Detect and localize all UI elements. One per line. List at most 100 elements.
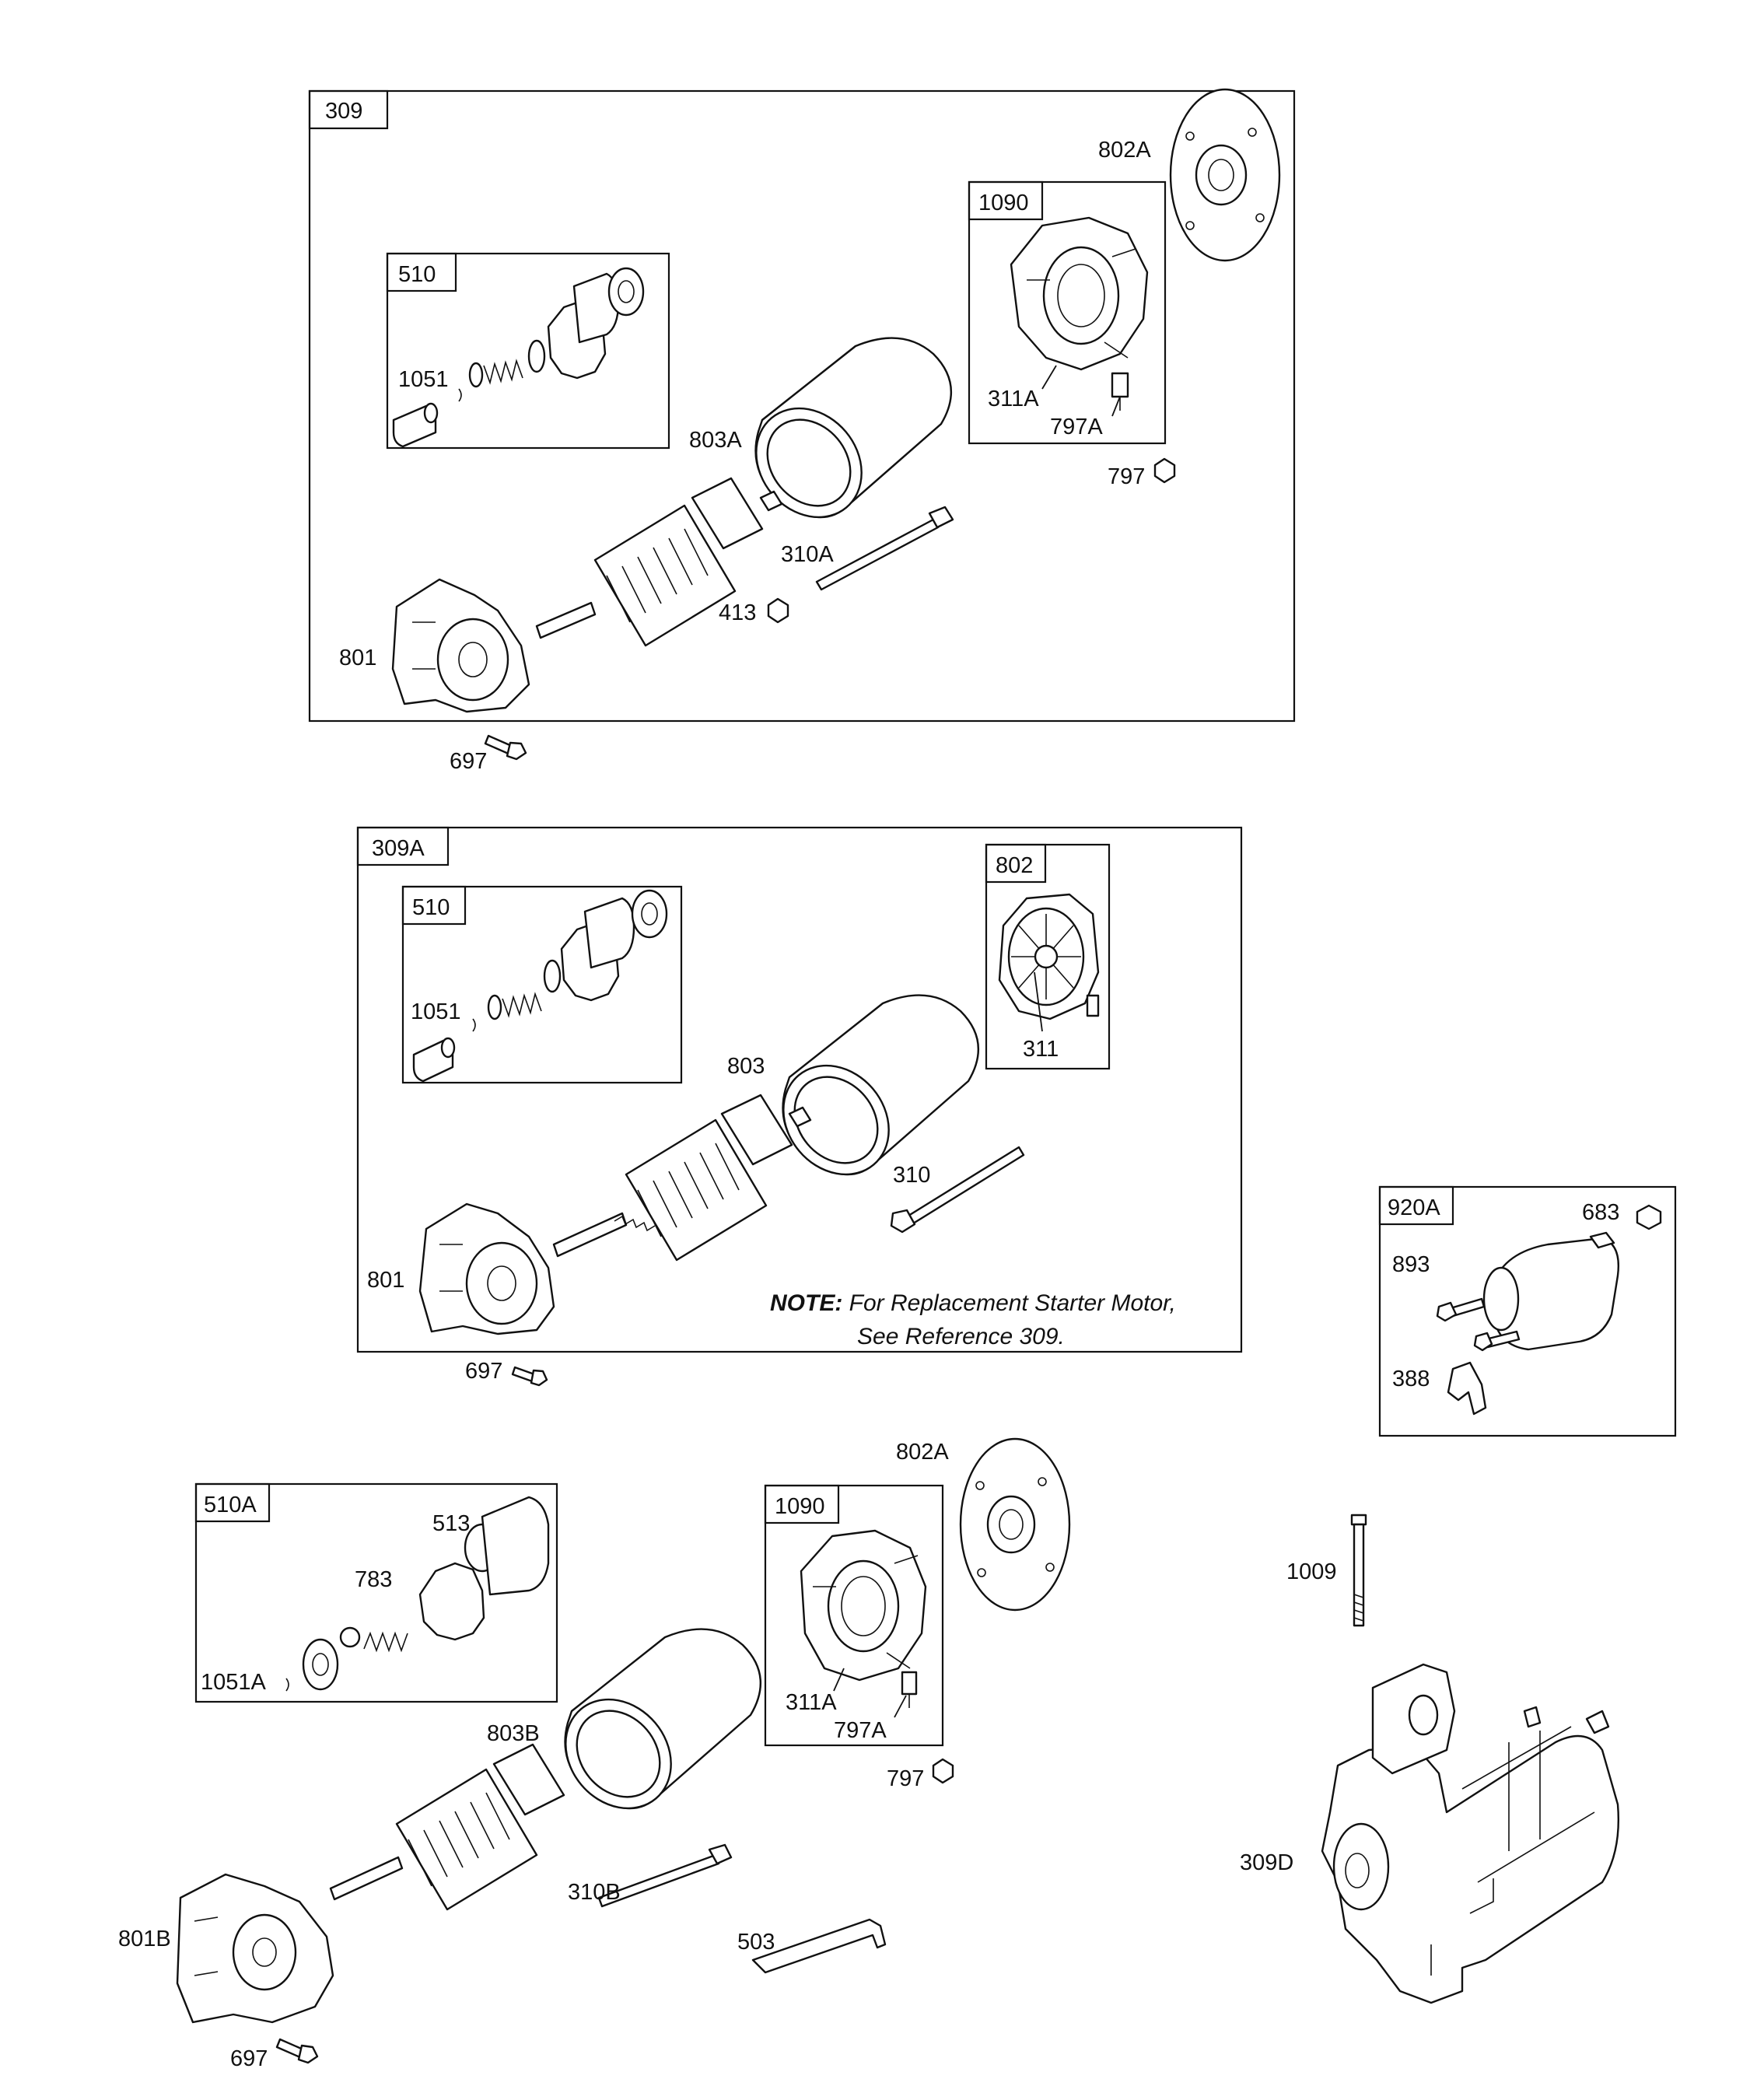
bolt-310A xyxy=(815,506,954,591)
end-plate-802A-bottom xyxy=(959,1437,1071,1612)
pinion-drive-assembly-510A xyxy=(285,1496,550,1692)
label-513: 513 xyxy=(432,1511,470,1536)
label-697-mid: 697 xyxy=(465,1359,502,1384)
group-510A-tag: 510A xyxy=(204,1493,257,1517)
group-1090-bot-tag-box xyxy=(764,1484,840,1524)
drive-end-plate-801B xyxy=(176,1873,334,2024)
label-697-top: 697 xyxy=(450,749,487,774)
group-920A-tag-box xyxy=(1378,1185,1454,1226)
bracket-503 xyxy=(751,1918,887,1974)
group-510-top-frame xyxy=(386,252,670,450)
group-309A: 309A 510 1051 803 802 xyxy=(356,826,1243,1353)
label-310B: 310B xyxy=(568,1880,621,1905)
label-797-top: 797 xyxy=(1108,464,1145,489)
group-802-tag: 802 xyxy=(996,853,1033,878)
label-802A-top: 802A xyxy=(1098,138,1151,163)
group-309: 309 510 1051 803A 1090 xyxy=(308,88,1296,723)
label-801B: 801B xyxy=(118,1927,171,1951)
label-803: 803 xyxy=(727,1054,765,1079)
group-920A: 920A 683 893 388 xyxy=(1378,1185,1677,1437)
group-920A-frame xyxy=(1378,1185,1677,1437)
group-1090-top-tag: 1090 xyxy=(978,191,1029,215)
brush-holder-top xyxy=(1010,216,1149,411)
group-920A-tag: 920A xyxy=(1388,1195,1440,1220)
label-1051A: 1051A xyxy=(201,1670,267,1695)
group-309A-tag-box xyxy=(356,826,450,866)
label-783: 783 xyxy=(355,1567,392,1592)
end-plate-802A-top xyxy=(1169,88,1281,262)
label-801-mid: 801 xyxy=(367,1268,404,1293)
group-309-tag: 309 xyxy=(325,99,362,124)
group-510A-frame xyxy=(194,1482,558,1703)
brush-holder-bottom xyxy=(800,1529,927,1708)
label-802A-bot: 802A xyxy=(896,1440,949,1465)
bolt-310B xyxy=(597,1843,733,1908)
screw-697-top xyxy=(484,734,527,761)
group-510A-tag-box xyxy=(194,1482,271,1523)
label-311: 311 xyxy=(1023,1037,1059,1062)
label-503: 503 xyxy=(737,1930,775,1955)
armature-mid xyxy=(552,1094,812,1262)
label-797A-bot: 797A xyxy=(834,1718,887,1743)
group-309-frame xyxy=(308,89,1296,723)
label-1051-mid: 1051 xyxy=(411,999,461,1024)
note-line-2: See Reference 309. xyxy=(857,1324,1065,1349)
label-683: 683 xyxy=(1582,1200,1619,1225)
label-1051-top: 1051 xyxy=(398,367,449,392)
nut-797-bottom xyxy=(932,1758,954,1784)
group-309A-tag: 309A xyxy=(372,836,425,861)
group-510A: 510A 513 783 1051A xyxy=(194,1482,558,1703)
group-510-top-tag-box xyxy=(386,252,457,292)
label-413: 413 xyxy=(719,600,756,625)
shift-fork-388 xyxy=(1447,1361,1487,1416)
label-803B: 803B xyxy=(487,1721,540,1746)
nut-413 xyxy=(767,597,789,624)
starter-motor-309D xyxy=(1321,1663,1620,2004)
label-311A-bot: 311A xyxy=(786,1690,837,1715)
group-309A-frame xyxy=(356,826,1243,1353)
commutator-end-cap-802 xyxy=(998,893,1100,1020)
label-310A: 310A xyxy=(781,542,834,567)
bolt-1009 xyxy=(1350,1514,1367,1627)
pinion-drive-assembly-top xyxy=(392,267,645,448)
nut-683 xyxy=(1636,1204,1662,1230)
note-line-1: NOTE: For Replacement Starter Motor, xyxy=(770,1290,1176,1316)
group-309-tag-box xyxy=(308,89,389,130)
group-1090-bottom: 1090 311A 797A xyxy=(764,1484,944,1747)
group-802-frame xyxy=(985,843,1111,1070)
group-510-mid-tag: 510 xyxy=(412,895,450,920)
label-1009: 1009 xyxy=(1286,1559,1337,1584)
armature-bottom xyxy=(329,1743,565,1911)
group-510-top-tag: 510 xyxy=(398,262,436,287)
solenoid-920A xyxy=(1436,1231,1619,1352)
group-1090-top-frame xyxy=(968,180,1167,445)
screw-697-bottom xyxy=(275,2038,319,2064)
group-510-mid-frame xyxy=(401,885,683,1084)
label-801-top: 801 xyxy=(339,646,376,670)
note-prefix: NOTE: xyxy=(770,1290,842,1316)
label-803A: 803A xyxy=(689,428,742,453)
group-510-mid-tag-box xyxy=(401,885,467,926)
bolt-310 xyxy=(890,1146,1025,1234)
field-housing-803B xyxy=(564,1628,762,1810)
group-802-tag-box xyxy=(985,843,1047,884)
label-309D: 309D xyxy=(1240,1850,1293,1875)
screw-697-mid xyxy=(511,1366,548,1387)
label-310: 310 xyxy=(893,1163,930,1188)
note-text-1: For Replacement Starter Motor, xyxy=(849,1290,1176,1316)
label-797A-top: 797A xyxy=(1050,415,1103,439)
group-1090-bot-frame xyxy=(764,1484,944,1747)
group-1090-bot-tag: 1090 xyxy=(775,1494,825,1519)
label-797-bot: 797 xyxy=(887,1766,924,1791)
drive-end-plate-801-mid xyxy=(418,1202,555,1335)
group-1090-top-tag-box xyxy=(968,180,1044,221)
nut-797-top xyxy=(1153,457,1176,484)
label-311A-top: 311A xyxy=(988,387,1039,411)
field-housing-803 xyxy=(782,994,980,1176)
label-697-bot: 697 xyxy=(230,2046,268,2071)
label-388: 388 xyxy=(1392,1367,1430,1391)
label-893: 893 xyxy=(1392,1252,1430,1277)
drive-end-plate-801-top xyxy=(391,578,530,713)
armature-top xyxy=(535,477,783,647)
